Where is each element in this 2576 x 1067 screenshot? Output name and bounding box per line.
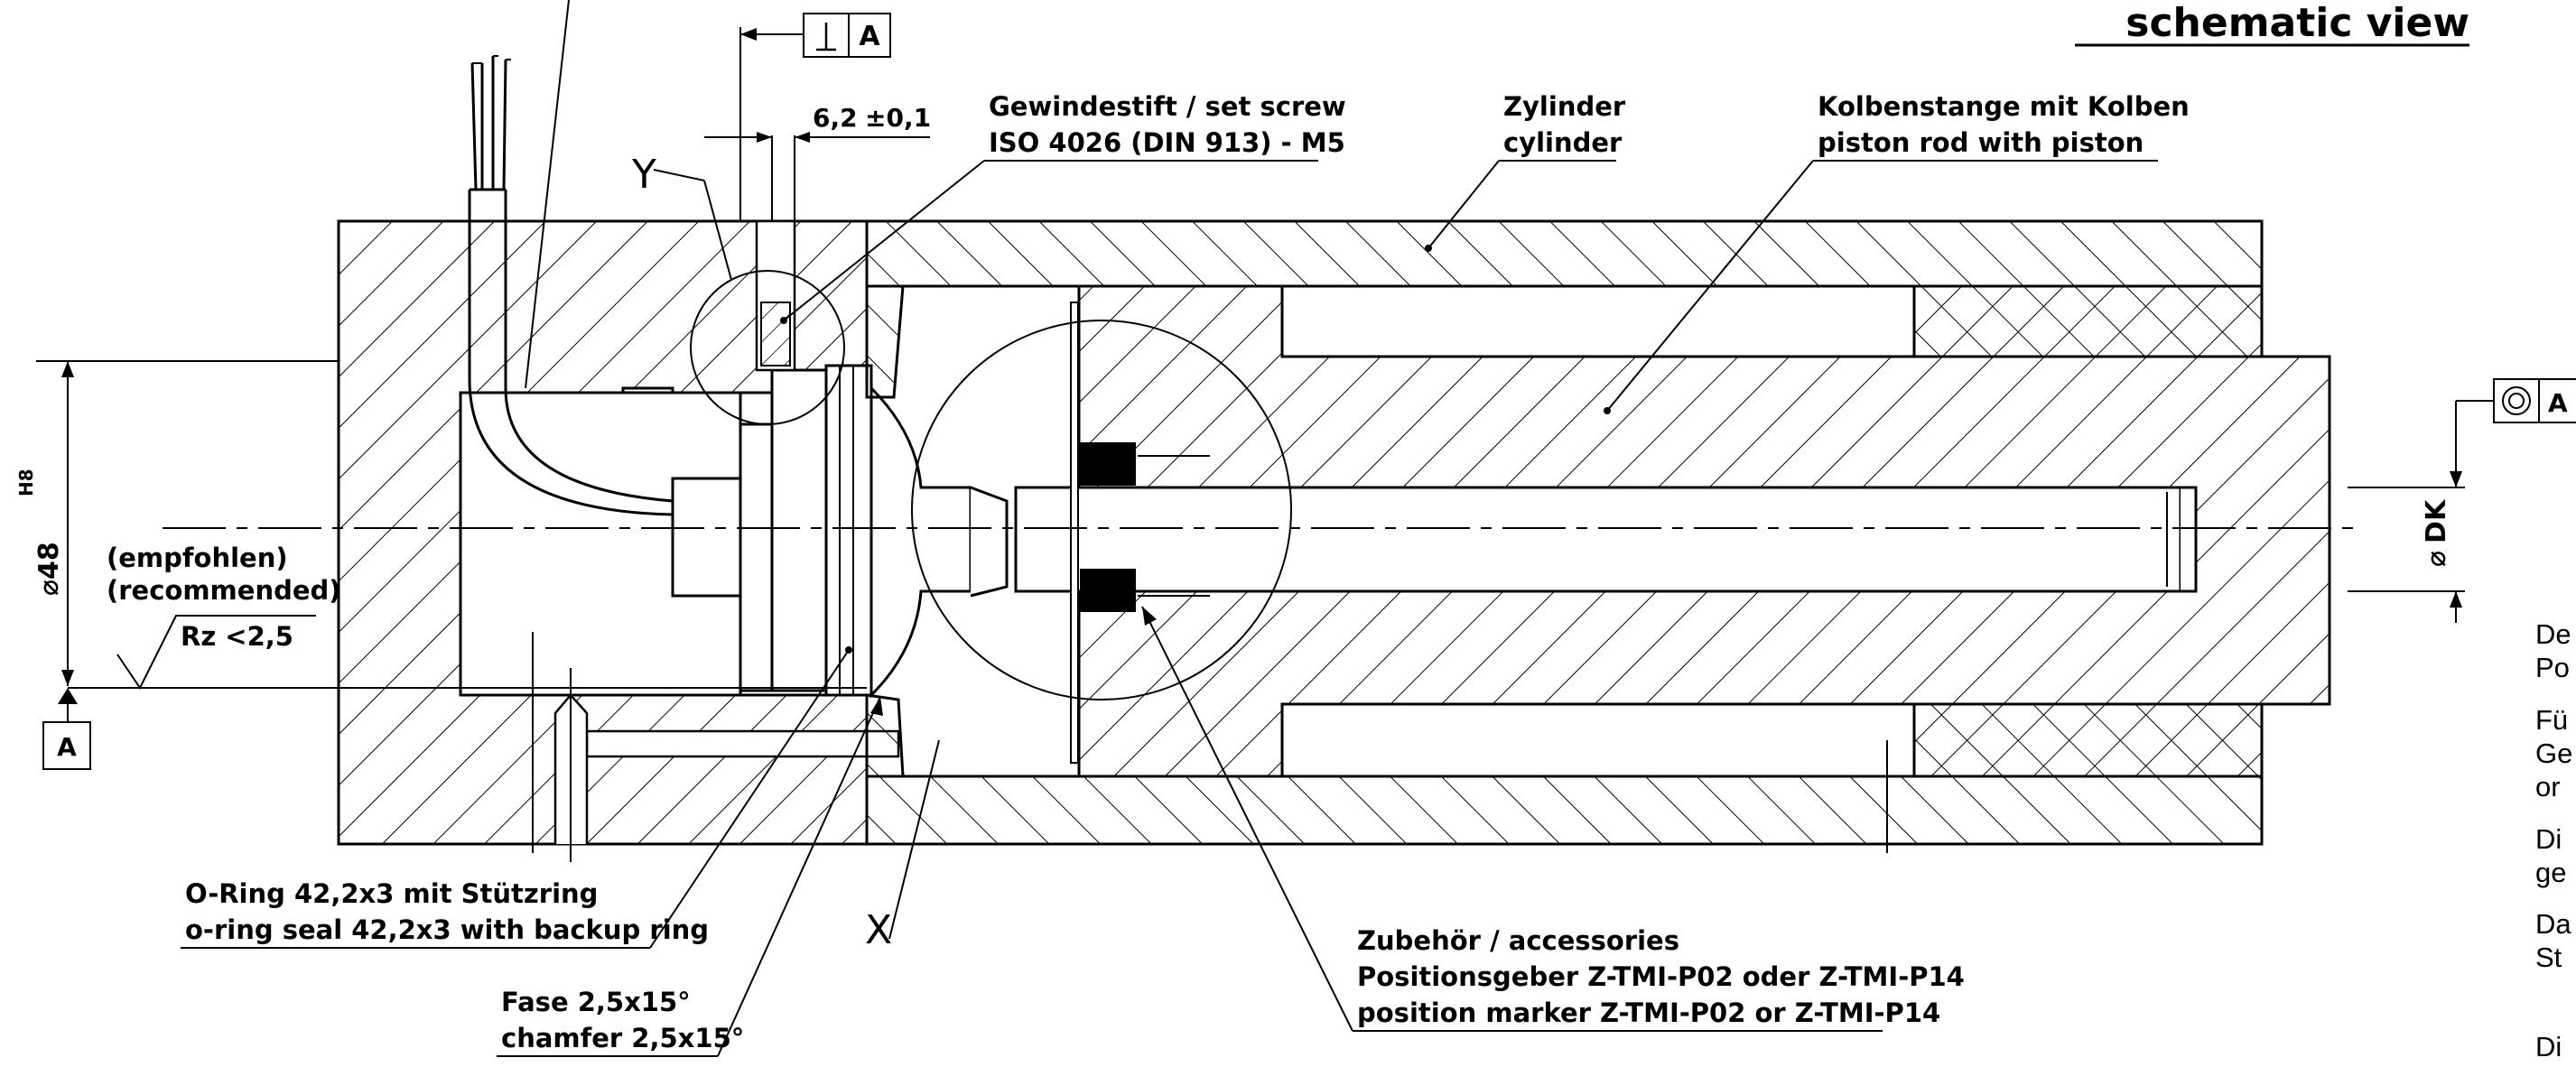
surface-roughness: (empfohlen) (recommended) Rz <2,5 xyxy=(107,543,341,690)
side-note-3: Fü xyxy=(2535,704,2568,736)
callout-chamfer: Fase 2,5x15° chamfer 2,5x15° xyxy=(497,696,883,1057)
side-note-2: Po xyxy=(2535,652,2570,683)
detail-y-label: Y xyxy=(631,152,656,198)
surface-recommended-en: (recommended) xyxy=(107,575,341,606)
side-note-8: Da xyxy=(2535,908,2571,940)
set-screw-label-1: Gewindestift / set screw xyxy=(989,91,1346,122)
offset-dimension: 6,2 ±0,1 xyxy=(704,103,931,143)
side-note-9: St xyxy=(2535,942,2562,973)
bore-diameter-dimension: ⌀48 H8 xyxy=(15,360,339,686)
accessories-label-3: position marker Z-TMI-P02 or Z-TMI-P14 xyxy=(1357,997,1940,1028)
piston-rod-with-piston xyxy=(1014,284,2331,778)
side-note-1: De xyxy=(2535,618,2571,650)
detail-y-circle xyxy=(690,270,845,425)
position-marker-magnet-top xyxy=(1080,442,1136,486)
offset-value: 6,2 xyxy=(813,103,858,133)
callout-set-screw: Gewindestift / set screw ISO 4026 (DIN 9… xyxy=(780,91,1346,324)
rod-diameter-value: ⌀DK xyxy=(2421,498,2452,567)
perpendicularity-frame: A xyxy=(739,13,891,221)
side-notes: De Po Fü Ge or Di ge Da St Di xyxy=(2535,618,2572,1062)
rod-diameter-dimension: ⌀DK xyxy=(2348,487,2465,623)
cylinder-label-1: Zylinder xyxy=(1503,91,1626,122)
piston-rod-label-2: piston rod with piston xyxy=(1818,127,2144,158)
chamfer-label-2: chamfer 2,5x15° xyxy=(501,1023,744,1053)
o-ring-label-1: O-Ring 42,2x3 mit Stützring xyxy=(185,878,598,909)
side-note-5: or xyxy=(2535,771,2561,803)
position-marker-magnet-bottom xyxy=(1080,569,1136,612)
side-note-10: Di xyxy=(2535,1031,2562,1062)
cylinder-label-2: cylinder xyxy=(1503,127,1623,158)
callout-accessories: Zubehör / accessories Positionsgeber Z-T… xyxy=(1141,606,1965,1032)
bore-tolerance: H8 xyxy=(15,469,37,496)
set-screw-label-2: ISO 4026 (DIN 913) - M5 xyxy=(989,127,1345,158)
surface-recommended-de: (empfohlen) xyxy=(107,543,288,573)
piston-rod-label-1: Kolbenstange mit Kolben xyxy=(1818,91,2190,122)
side-note-4: Ge xyxy=(2535,738,2572,769)
datum-a-marker: A xyxy=(42,687,867,770)
detail-x-label: X xyxy=(865,907,892,953)
callout-cylinder: Zylinder cylinder xyxy=(1425,91,1626,252)
accessories-label-2: Positionsgeber Z-TMI-P02 oder Z-TMI-P14 xyxy=(1357,961,1965,992)
chamfer-label-1: Fase 2,5x15° xyxy=(501,987,691,1017)
bore-diameter-value: ⌀48 xyxy=(33,542,65,596)
callout-piston-rod: Kolbenstange mit Kolben piston rod with … xyxy=(1604,91,2190,414)
concentricity-datum: A xyxy=(2548,388,2568,418)
perpendicularity-datum: A xyxy=(859,21,880,52)
datum-a-label: A xyxy=(57,732,77,762)
drawing-title: schematic view xyxy=(2125,0,2469,46)
sensor-housing xyxy=(337,219,1009,846)
sensor-cable xyxy=(468,55,674,516)
callout-o-ring: O-Ring 42,2x3 mit Stützring o-ring seal … xyxy=(181,646,852,949)
offset-tolerance: ±0,1 xyxy=(865,103,931,133)
side-note-6: Di xyxy=(2535,823,2562,855)
o-ring-label-2: o-ring seal 42,2x3 with backup ring xyxy=(185,914,709,945)
concentricity-frame: A xyxy=(2450,378,2576,487)
side-note-7: ge xyxy=(2535,857,2566,888)
accessories-label-1: Zubehör / accessories xyxy=(1357,925,1679,956)
roughness-value: Rz <2,5 xyxy=(181,621,293,652)
detail-x-circle xyxy=(911,320,1292,701)
